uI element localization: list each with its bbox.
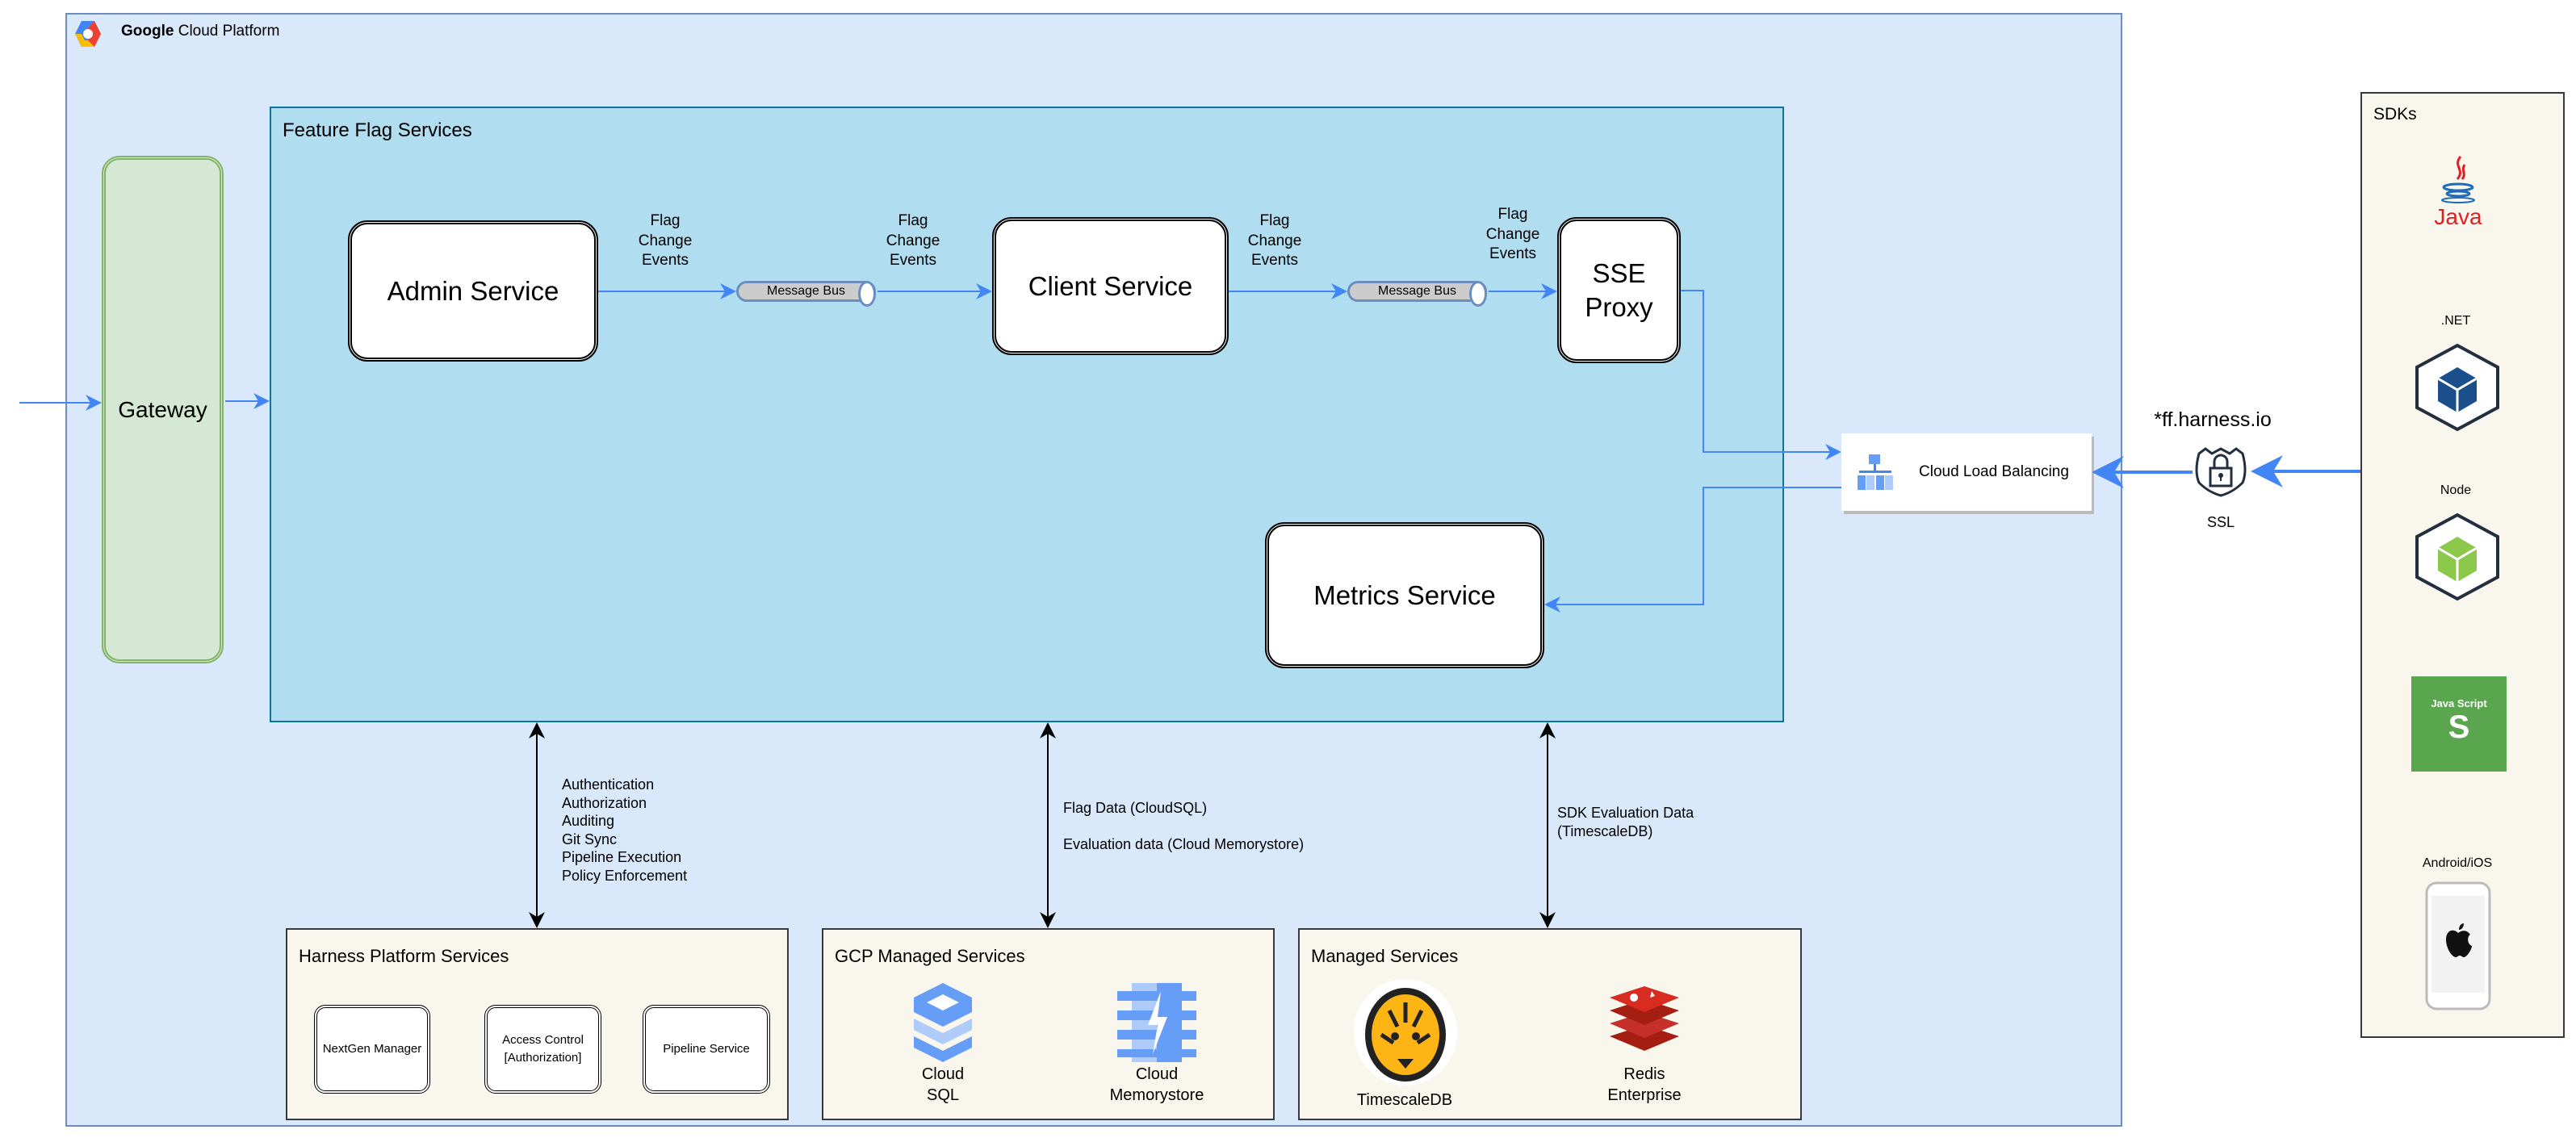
cloud-load-balancing-node[interactable]: Cloud Load Balancing — [1841, 433, 2092, 511]
timescaledb-tiger-icon — [1354, 979, 1457, 1086]
google-cloud-hexagon-icon — [75, 21, 101, 47]
load-balancer-label: Cloud Load Balancing — [1919, 463, 2069, 480]
dotnet-cube-icon[interactable] — [2414, 343, 2501, 432]
harness-panel-title: Harness Platform Services — [299, 946, 509, 966]
javascript-icon[interactable]: Java Script S — [2411, 676, 2507, 772]
arrow-lb-to-metrics — [1544, 487, 1841, 613]
java-icon — [2441, 156, 2475, 203]
ssl-domain: *ff.harness.io — [2154, 408, 2272, 431]
sdk-node-label: Node — [2440, 483, 2472, 497]
phone-apple-icon[interactable] — [2425, 881, 2491, 1010]
redis-icon — [1610, 986, 1679, 1051]
metrics-service-node[interactable]: Metrics Service — [1265, 522, 1544, 668]
nextgen-manager-node[interactable]: NextGen Manager — [314, 1005, 430, 1094]
feature-flag-title: Feature Flag Services — [283, 119, 472, 141]
admin-service-node[interactable]: Admin Service — [348, 220, 598, 362]
load-balancer-icon — [1858, 454, 1893, 490]
access-control-node[interactable]: Access Control[Authorization] — [484, 1005, 601, 1094]
gcp-managed-panel: GCP Managed Services — [822, 928, 1275, 1120]
timescaledb-label: TimescaleDB — [1356, 1091, 1453, 1109]
sdk-mobile-label: Android/iOS — [2422, 856, 2493, 870]
sdks-title: SDKs — [2373, 105, 2417, 123]
message-bus-2[interactable]: Message Bus — [1347, 281, 1487, 307]
cloud-sql-icon — [914, 983, 972, 1062]
sdk-dotnet-label: .NET — [2440, 314, 2471, 328]
ssl-label: SSL — [2206, 514, 2235, 530]
gcp-connection-label-1: Flag Data (CloudSQL) — [1063, 800, 1208, 816]
node-cube-icon[interactable] — [2414, 513, 2501, 601]
client-service-node[interactable]: Client Service — [992, 217, 1229, 355]
gcp-title: Google Cloud Platform — [121, 23, 280, 40]
sdk-java[interactable]: Java — [2430, 155, 2486, 230]
gcp-connection-label-2: Evaluation data (Cloud Memorystore) — [1063, 836, 1305, 852]
gateway-label: Gateway — [118, 396, 207, 422]
gateway-node[interactable]: Gateway — [102, 156, 224, 663]
message-bus-1[interactable]: Message Bus — [736, 281, 876, 307]
shield-lock-icon — [2195, 447, 2247, 497]
managed-connection-labels: SDK Evaluation Data(TimescaleDB) — [1557, 805, 1694, 839]
pipeline-service-node[interactable]: Pipeline Service — [643, 1005, 770, 1094]
managed-panel-title: Managed Services — [1311, 946, 1459, 966]
arrow-sse-to-lb — [1681, 290, 1841, 460]
gcp-panel-title: GCP Managed Services — [835, 946, 1025, 966]
cloud-memorystore-icon — [1117, 983, 1196, 1062]
